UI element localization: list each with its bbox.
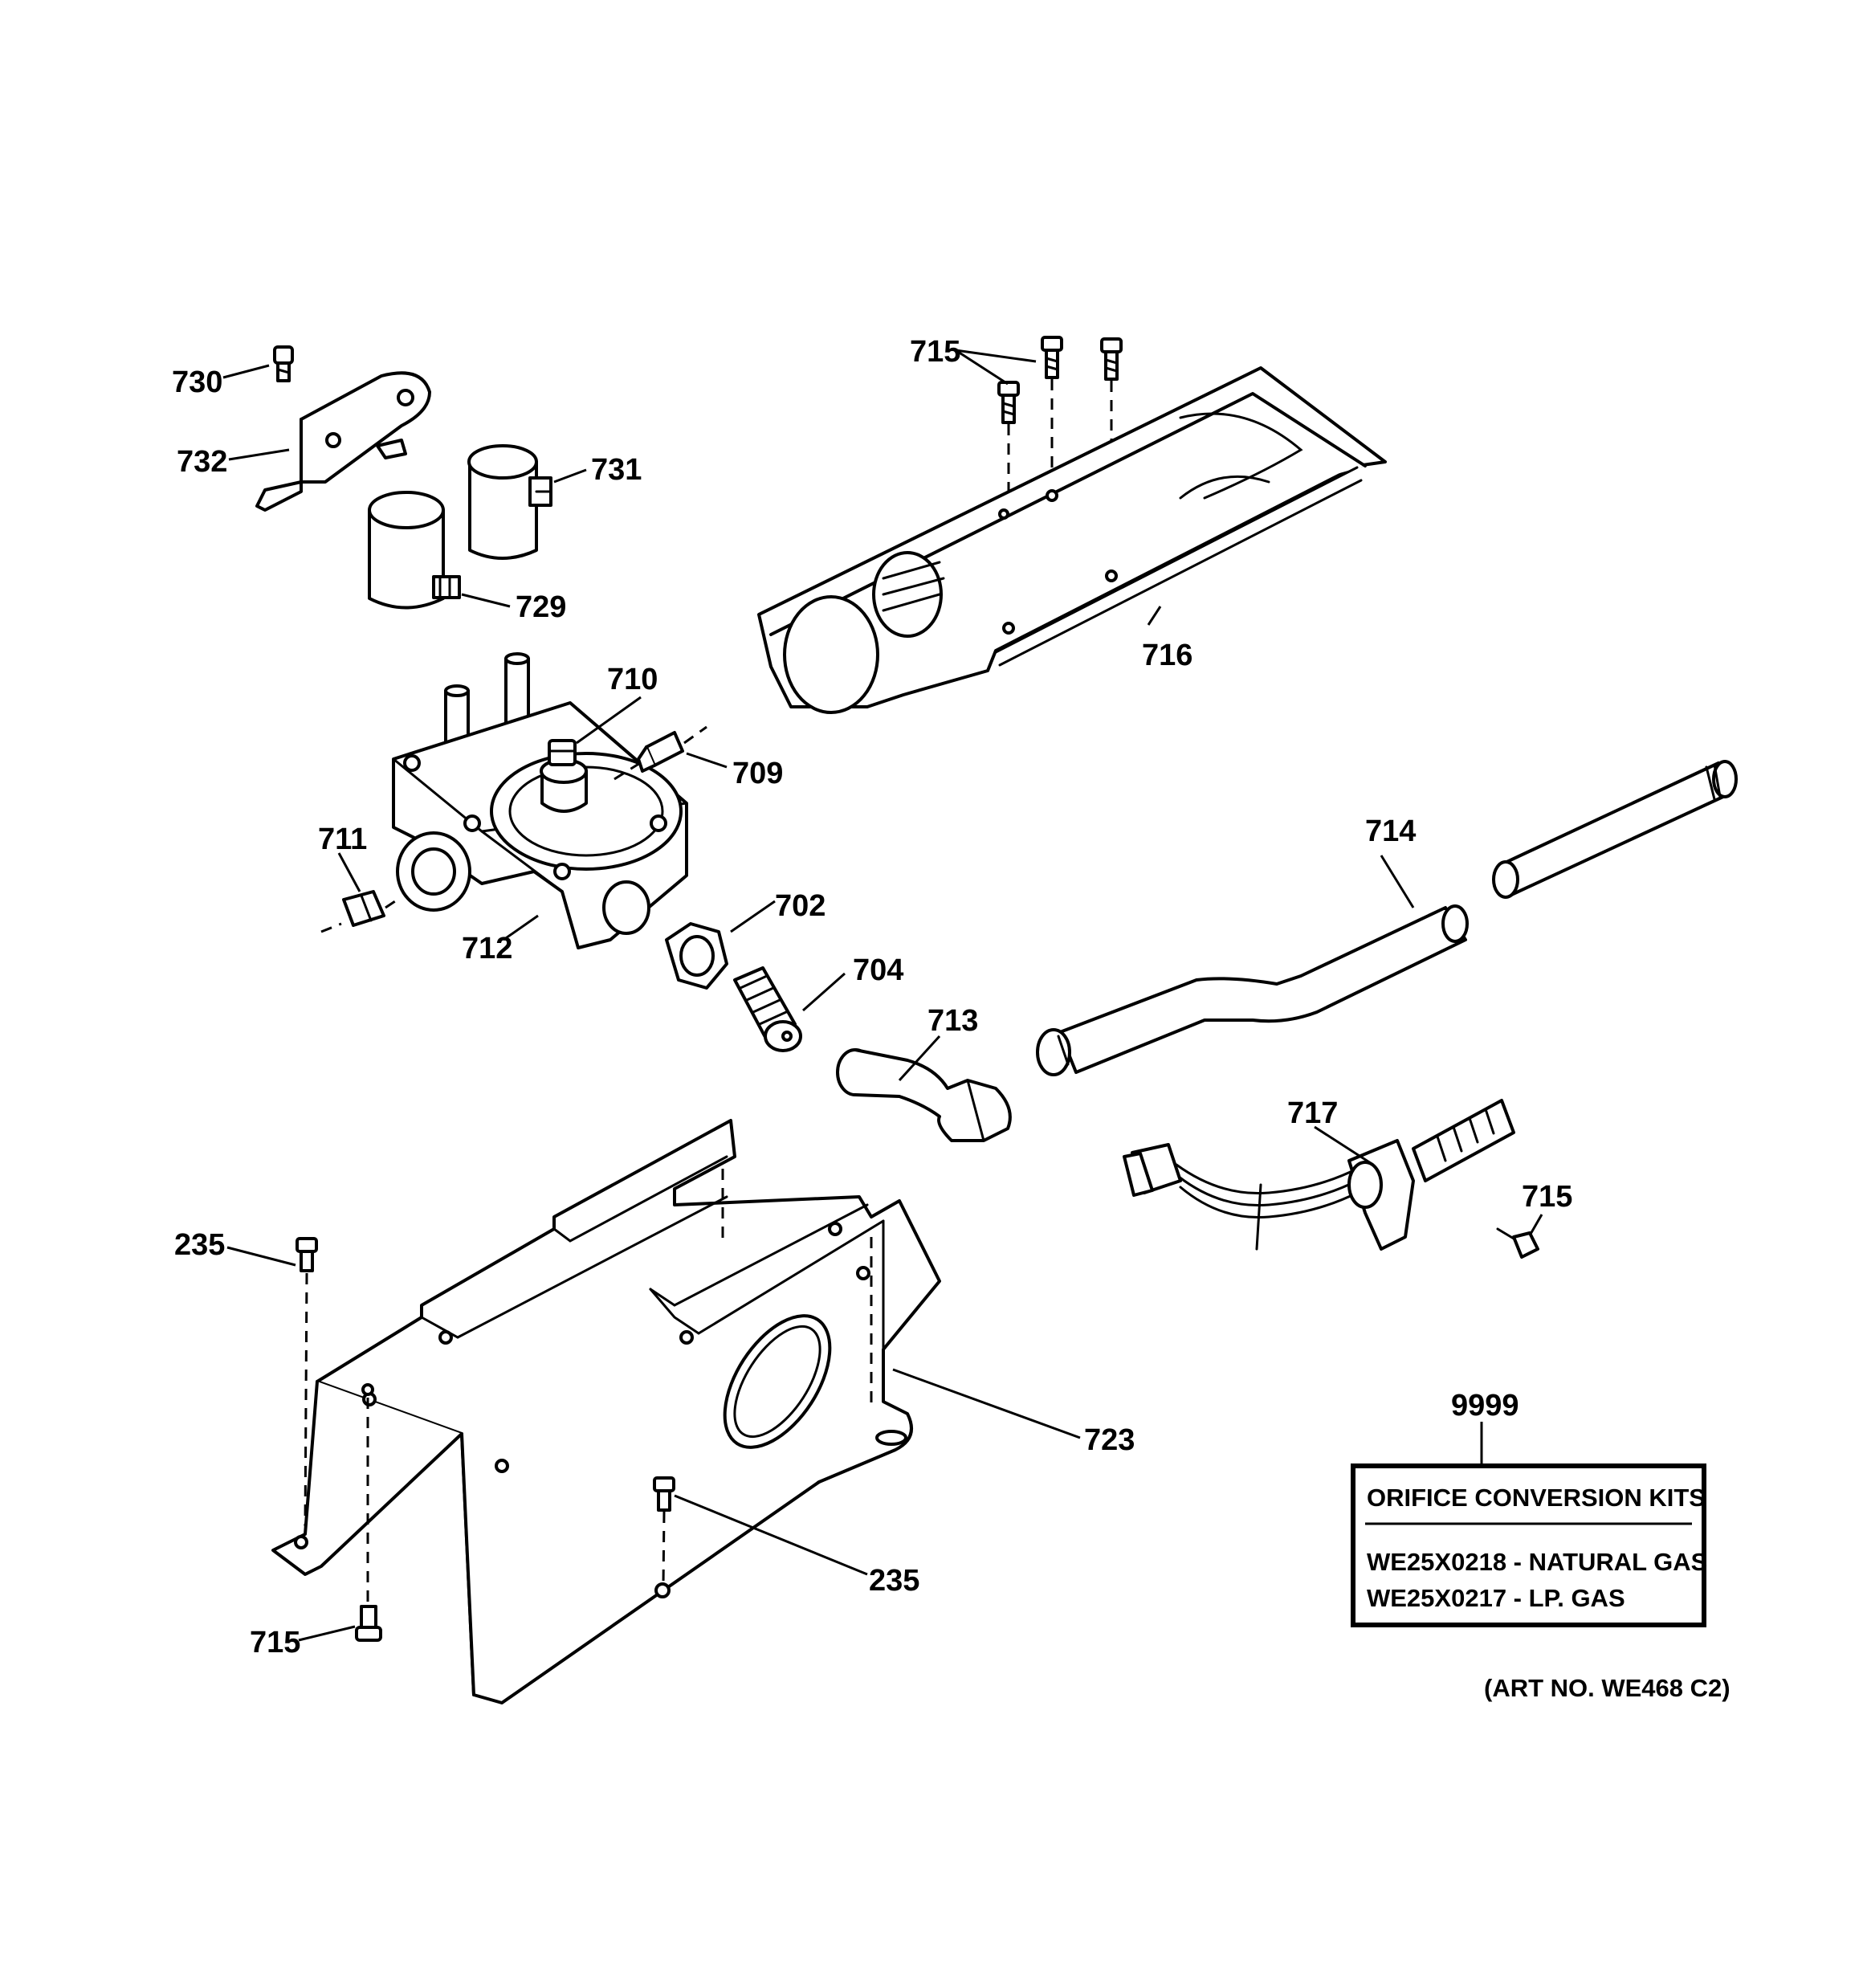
callout-732: 732 [177,445,227,479]
callout-714: 714 [1365,814,1416,848]
part-711-fitting [320,890,398,933]
callout-711: 711 [318,823,367,856]
callout-9999: 9999 [1451,1389,1519,1423]
part-715-screws-top [997,336,1123,627]
part-714-pipe [1036,760,1738,1076]
orifice-kit-box [1351,1463,1706,1627]
kit-box-line-natural-gas: WE25X0218 - NATURAL GAS [1367,1548,1707,1576]
kit-box-title: ORIFICE CONVERSION KITS [1367,1484,1706,1512]
callout-717: 717 [1287,1096,1338,1130]
part-702-nut [665,922,728,990]
callout-715-right: 715 [1522,1180,1572,1214]
part-717-igniter [1123,1099,1515,1251]
callout-730: 730 [172,365,222,399]
callout-709: 709 [732,757,783,790]
callout-235-left: 235 [174,1228,225,1262]
part-235-screws [296,1237,675,1587]
part-710-regulator [540,739,588,813]
callout-729: 729 [516,590,566,624]
callout-731: 731 [591,453,642,487]
part-730-screw [273,345,294,382]
art-number: (ART NO. WE468 C2) [1484,1674,1731,1702]
part-731-coil [467,444,552,560]
part-723-bracket [271,1119,941,1704]
part-716-burner-housing [757,366,1387,714]
callout-710: 710 [607,663,658,696]
kit-box-line-lp-gas: WE25X0217 - LP. GAS [1367,1584,1625,1612]
callout-723: 723 [1084,1423,1135,1457]
leader-lines [222,349,1543,1642]
callout-713: 713 [927,1004,978,1038]
callout-715-top: 715 [910,335,960,369]
part-732-bracket [255,371,431,512]
part-712-valve-body [392,652,688,949]
callout-715-bottom: 715 [250,1626,300,1659]
part-729-coil [368,491,461,610]
part-704-orifice [733,966,802,1052]
callout-716: 716 [1142,639,1192,672]
callout-704: 704 [853,953,903,987]
part-715-screw-right [1496,1227,1539,1259]
callout-702: 702 [775,889,826,923]
part-709-fitting [614,725,707,781]
part-713-elbow-tube [836,1048,1012,1142]
part-715-screw-bottom [355,1398,382,1642]
callout-712: 712 [462,932,512,965]
callout-235-center: 235 [869,1564,919,1598]
